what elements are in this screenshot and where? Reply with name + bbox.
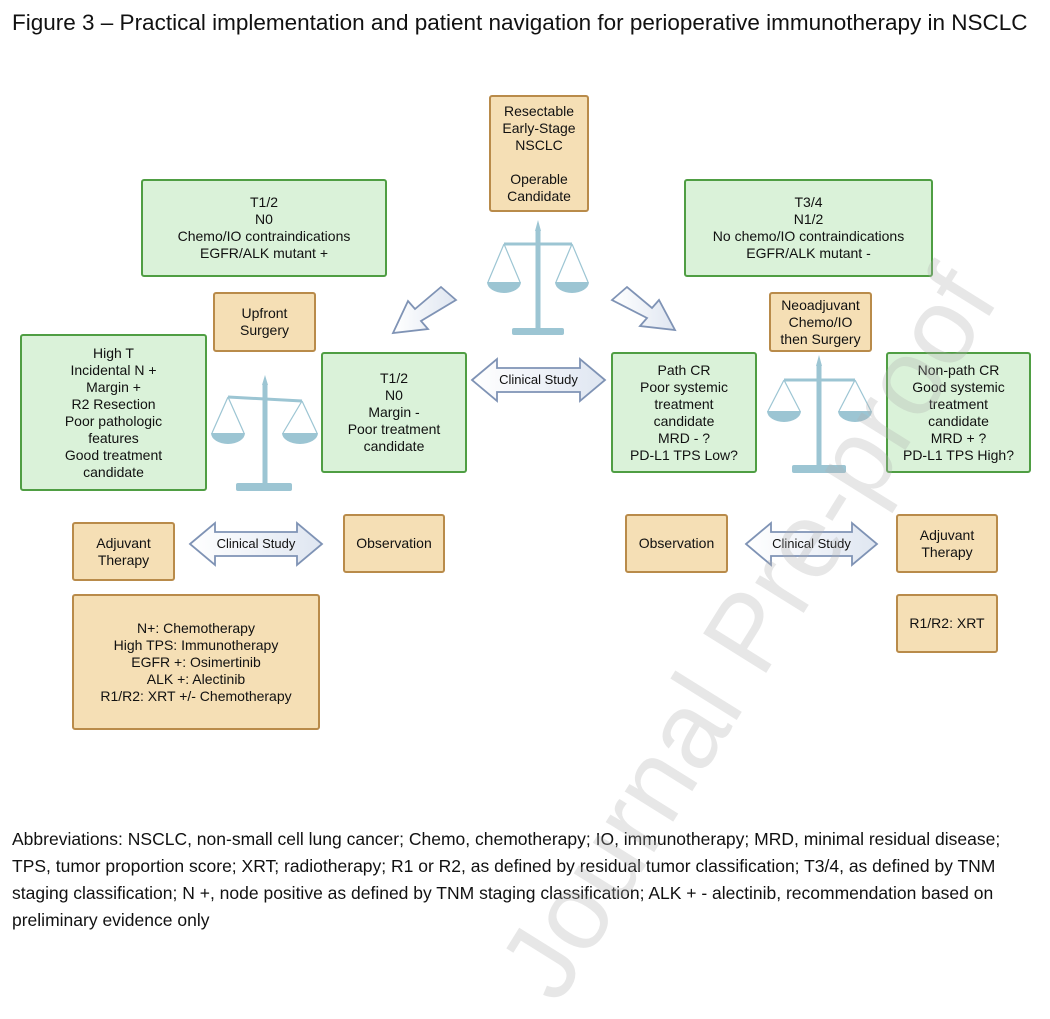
resectable-nscLC-box: Resectable Early-Stage NSCLC Operable Ca…	[489, 95, 589, 212]
box-line: N0	[385, 387, 403, 403]
diagram-graphics	[188, 220, 879, 567]
box-line: N0	[255, 211, 273, 227]
box-line: T1/2	[379, 370, 408, 386]
neoadjuvant-box: Neoadjuvant Chemo/IO then Surgery	[769, 292, 872, 352]
box-line: Therapy	[921, 543, 973, 560]
box-line: T3/4	[794, 194, 823, 210]
box-line: then Surgery	[780, 330, 861, 347]
box-line: Observation	[356, 535, 432, 551]
box-line: Upfront	[241, 305, 288, 321]
box-line: Incidental N +	[70, 361, 157, 378]
box-line: Therapy	[97, 551, 150, 568]
non-path-cr-box: Non-path CR Good systemic treatment cand…	[886, 352, 1031, 473]
high-risk-criteria-box: T3/4 N1/2 No chemo/IO contraindications …	[684, 179, 933, 277]
box-line: Chemo/IO contraindications	[177, 228, 351, 244]
box-line: PD-L1 TPS High?	[902, 446, 1014, 463]
abbreviations-footnote: Abbreviations: NSCLC, non-small cell lun…	[12, 829, 1001, 930]
box-line: Early-Stage	[502, 119, 576, 136]
box-line: T1/2	[249, 194, 278, 210]
box-line: R1/R2: XRT +/- Chemotherapy	[100, 687, 292, 704]
box-line: Resectable	[503, 102, 575, 119]
box-line: N+: Chemotherapy	[137, 619, 255, 636]
left-observation-box: Observation	[343, 514, 445, 573]
box-line: Poor systemic	[640, 378, 728, 395]
adverse-features-box: High T Incidental N + Margin + R2 Resect…	[20, 334, 207, 491]
box-line: Adjuvant	[96, 534, 151, 551]
box-line: EGFR/ALK mutant -	[746, 245, 871, 261]
balance-scale-icon	[487, 220, 589, 335]
box-line: MRD + ?	[930, 429, 987, 446]
clinical-study-label: Clinical Study	[216, 536, 296, 551]
box-line: features	[88, 429, 139, 446]
balance-scale-icon	[767, 355, 872, 473]
box-line: Poor pathologic	[64, 412, 163, 429]
box-line: NSCLC	[515, 136, 563, 153]
upfront-surgery-box: Upfront Surgery	[213, 292, 316, 352]
balance-scale-icon	[211, 375, 318, 491]
box-line: candidate	[363, 438, 425, 454]
right-treatment-options-box: R1/R2: XRT	[896, 594, 998, 653]
box-line: Operable	[510, 170, 568, 187]
box-line: Poor treatment	[347, 421, 441, 437]
box-line: High T	[93, 344, 134, 361]
favorable-features-box: T1/2 N0 Margin - Poor treatment candidat…	[321, 352, 467, 473]
right-observation-box: Observation	[625, 514, 728, 573]
box-line: candidate	[928, 412, 989, 429]
box-line: Margin -	[368, 404, 420, 420]
double-arrow-icon	[744, 521, 879, 567]
left-adjuvant-therapy-box: Adjuvant Therapy	[72, 522, 175, 581]
box-line: candidate	[83, 463, 144, 480]
path-cr-box: Path CR Poor systemic treatment candidat…	[611, 352, 757, 473]
low-risk-criteria-box: T1/2 N0 Chemo/IO contraindications EGFR/…	[141, 179, 387, 277]
box-line: R1/R2: XRT	[909, 615, 985, 631]
double-arrow-icon	[188, 521, 324, 567]
right-adjuvant-therapy-box: Adjuvant Therapy	[896, 514, 998, 573]
box-line: Candidate	[507, 187, 571, 204]
down-arrow-icon	[610, 285, 677, 332]
box-line: Non-path CR	[917, 361, 1000, 378]
box-line: candidate	[653, 412, 715, 429]
box-line: Good systemic	[912, 378, 1005, 395]
box-line: treatment	[928, 395, 989, 412]
double-arrow-icon	[470, 357, 607, 403]
box-line: Margin +	[86, 378, 141, 395]
box-line: Chemo/IO	[788, 313, 853, 330]
down-arrow-icon	[391, 285, 458, 335]
box-line: Surgery	[239, 322, 290, 338]
box-line: Good treatment	[64, 446, 163, 463]
box-line: ALK +: Alectinib	[146, 670, 246, 687]
box-line: Path CR	[657, 361, 711, 378]
box-line: High TPS: Immunotherapy	[113, 636, 279, 653]
box-line: EGFR +: Osimertinib	[131, 653, 261, 670]
clinical-study-label: Clinical Study	[772, 536, 851, 551]
box-line: Neoadjuvant	[781, 296, 860, 313]
clinical-study-label: Clinical Study	[499, 372, 578, 387]
box-line: Adjuvant	[919, 526, 975, 543]
box-line: R2 Resection	[71, 395, 156, 412]
box-line: MRD - ?	[657, 429, 711, 446]
box-line: treatment	[654, 395, 714, 412]
box-line: EGFR/ALK mutant +	[200, 245, 328, 261]
figure-title: Figure 3 – Practical implementation and …	[12, 10, 1028, 35]
box-line: N1/2	[793, 211, 824, 227]
left-treatment-options-box: N+: Chemotherapy High TPS: Immunotherapy…	[72, 594, 320, 730]
box-line: PD-L1 TPS Low?	[630, 446, 738, 463]
box-line: Observation	[638, 535, 715, 551]
box-line: No chemo/IO contraindications	[712, 228, 905, 244]
